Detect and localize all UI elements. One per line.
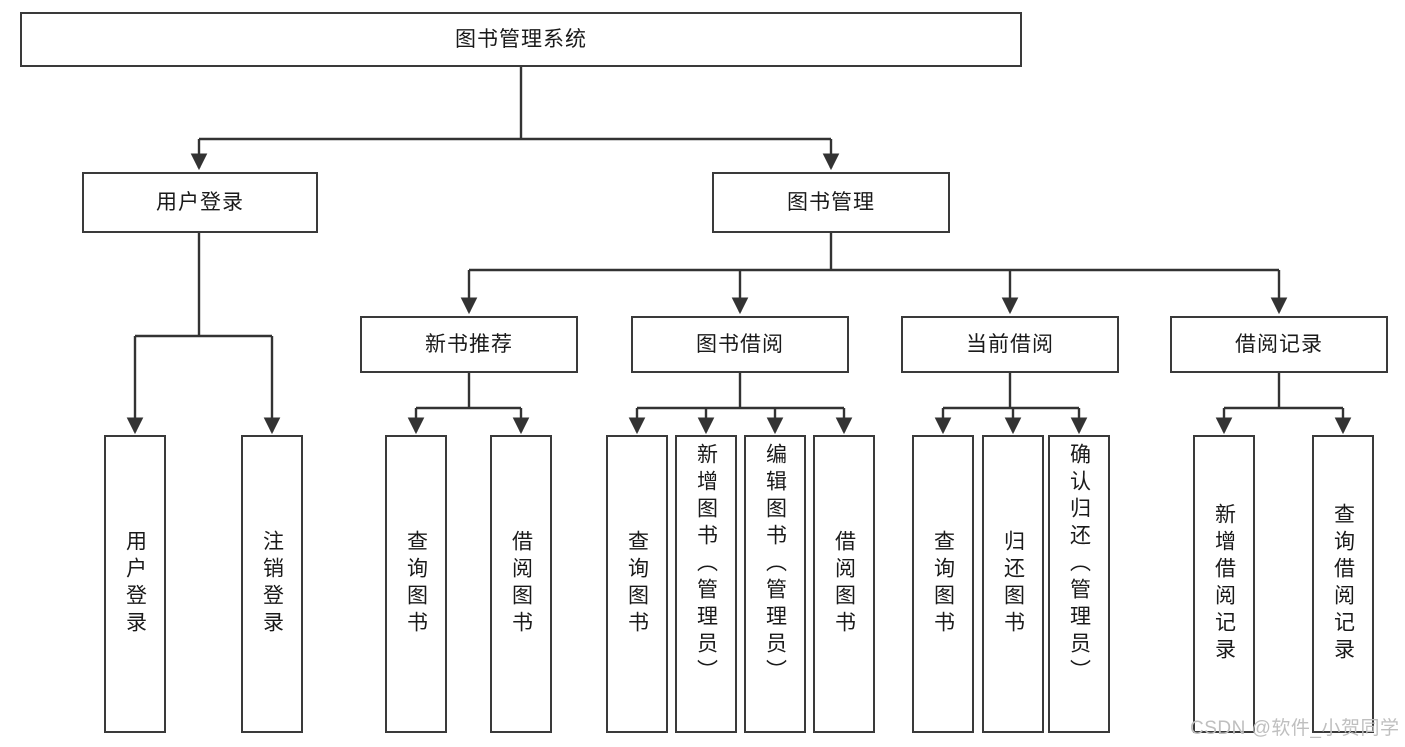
leaf-current-borrow-confirm-return-admin[interactable]: 确认归还（管理员） [1048, 435, 1110, 733]
leaf-new-book-query-books[interactable]: 查询图书 [385, 435, 447, 733]
leaf-user-login-logout[interactable]: 注销登录 [241, 435, 303, 733]
node-label: 用户登录 [156, 190, 244, 214]
node-label: 用户登录 [123, 530, 147, 638]
node-label: 图书管理系统 [455, 27, 587, 51]
node-label: 编辑图书（管理员） [763, 443, 787, 686]
node-label: 注销登录 [260, 530, 284, 638]
node-new-book-recommend[interactable]: 新书推荐 [360, 316, 578, 373]
node-label: 新增图书（管理员） [694, 443, 718, 686]
node-label: 借阅图书 [509, 530, 533, 638]
node-label: 借阅记录 [1235, 332, 1323, 356]
node-book-borrow[interactable]: 图书借阅 [631, 316, 849, 373]
leaf-borrow-record-add-record[interactable]: 新增借阅记录 [1193, 435, 1255, 733]
node-label: 查询图书 [404, 530, 428, 638]
leaf-user-login-login[interactable]: 用户登录 [104, 435, 166, 733]
node-root-book-management-system[interactable]: 图书管理系统 [20, 12, 1022, 67]
node-label: 确认归还（管理员） [1067, 443, 1091, 686]
node-label: 查询图书 [625, 530, 649, 638]
watermark-text: CSDN @软件_小贺同学 [1190, 718, 1400, 739]
node-label: 图书管理 [787, 190, 875, 214]
leaf-book-borrow-add-book-admin[interactable]: 新增图书（管理员） [675, 435, 737, 733]
leaf-current-borrow-return-books[interactable]: 归还图书 [982, 435, 1044, 733]
leaf-book-borrow-edit-book-admin[interactable]: 编辑图书（管理员） [744, 435, 806, 733]
node-label: 当前借阅 [966, 332, 1054, 356]
node-user-login[interactable]: 用户登录 [82, 172, 318, 233]
node-borrow-record[interactable]: 借阅记录 [1170, 316, 1388, 373]
node-label: 归还图书 [1001, 530, 1025, 638]
node-label: 查询图书 [931, 530, 955, 638]
node-label: 借阅图书 [832, 530, 856, 638]
leaf-current-borrow-query-books[interactable]: 查询图书 [912, 435, 974, 733]
leaf-borrow-record-query-record[interactable]: 查询借阅记录 [1312, 435, 1374, 733]
node-label: 新增借阅记录 [1212, 503, 1236, 665]
node-label: 查询借阅记录 [1331, 503, 1355, 665]
leaf-book-borrow-borrow-books[interactable]: 借阅图书 [813, 435, 875, 733]
node-label: 图书借阅 [696, 332, 784, 356]
node-current-borrow[interactable]: 当前借阅 [901, 316, 1119, 373]
node-label: 新书推荐 [425, 332, 513, 356]
leaf-new-book-borrow-books[interactable]: 借阅图书 [490, 435, 552, 733]
node-book-management[interactable]: 图书管理 [712, 172, 950, 233]
leaf-book-borrow-query-books[interactable]: 查询图书 [606, 435, 668, 733]
